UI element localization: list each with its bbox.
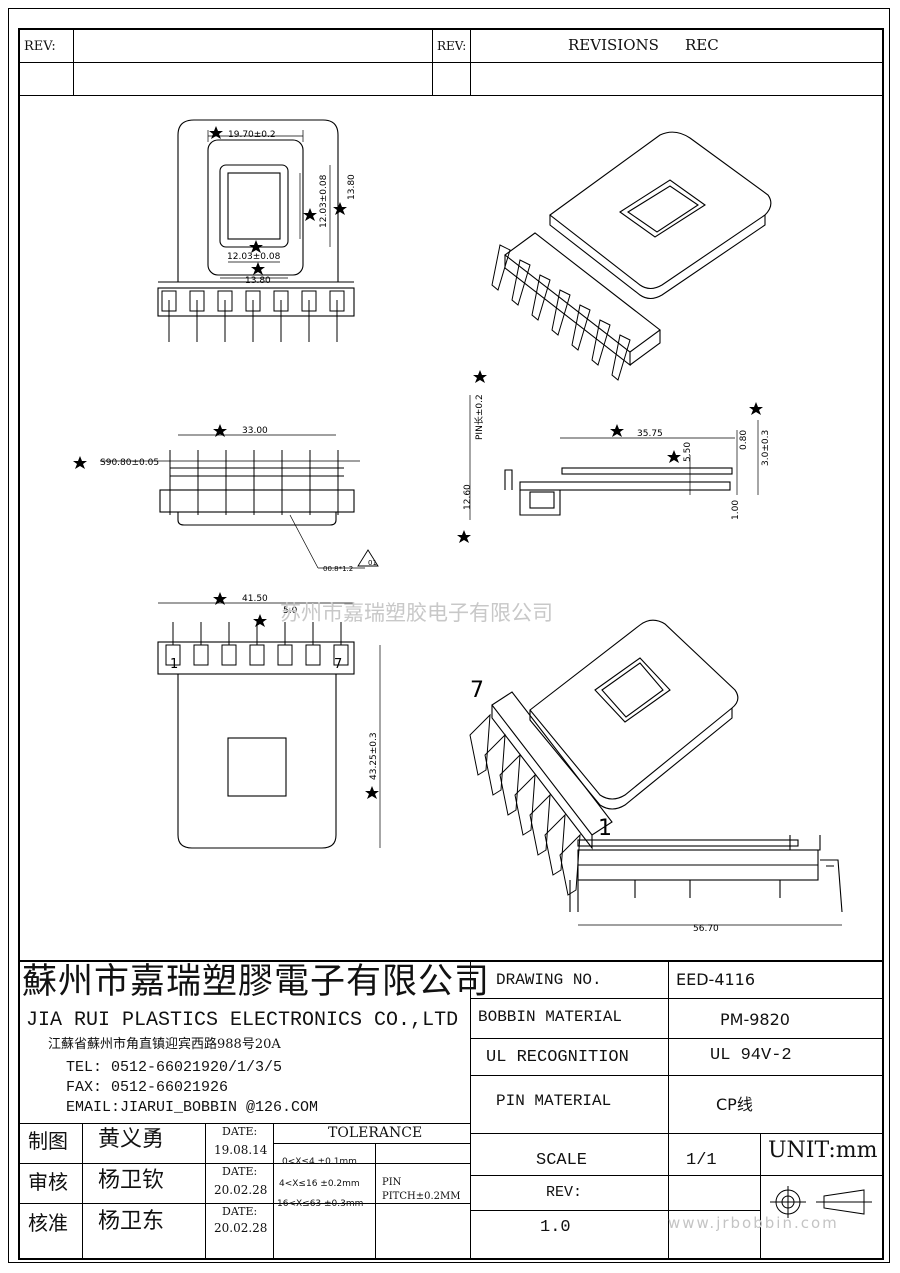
dim-d3: 13.80 (347, 174, 357, 200)
iso-view-2 (469, 619, 739, 896)
pin-word: PIN (382, 1177, 402, 1188)
tolerance-row-2: 4<X≤16 ±0.2mm (279, 1179, 360, 1189)
dim-d7: S90.80±0.05 (100, 458, 159, 468)
dim-d8: 00.8*1.2 (323, 565, 353, 573)
bottom-view (157, 602, 381, 849)
row-date-approve: 20.02.28 (214, 1221, 268, 1235)
dim-d15: 1.00 (731, 500, 741, 520)
row-date-label-approve: DATE: (222, 1205, 258, 1218)
company-tel: TEL: 0512-66021920/1/3/5 (66, 1059, 283, 1076)
dim-d18: 43.25±0.3 (369, 732, 379, 780)
company-name-cn: 蘇州市嘉瑞塑膠電子有限公司 (22, 962, 491, 1002)
unit-label: UNIT:mm (768, 1138, 878, 1163)
drawing-no-value: EED-4116 (676, 970, 756, 989)
dim-d6: 33.00 (242, 426, 268, 436)
row-role-check: 审核 (28, 1170, 68, 1194)
tolerance-title: TOLERANCE (328, 1125, 423, 1141)
row-name-check: 杨卫钦 (98, 1168, 165, 1193)
row-role-draw: 制图 (28, 1129, 68, 1153)
dim-d17: 5.0 (283, 606, 298, 616)
bobbin-drawing: 19.70±0.2 12.03±0.08 13.80 12.03±0.08 13… (73, 119, 843, 934)
pin-material-label: PIN MATERIAL (496, 1092, 612, 1110)
rev-value: 1.0 (540, 1218, 571, 1237)
dim-d14: 12.60 (463, 484, 473, 510)
company-name-en: JIA RUI PLASTICS ELECTRONICS CO.,LTD (26, 1009, 459, 1032)
row-date-label-check: DATE: (222, 1165, 258, 1178)
pin-label-7: 7 (334, 657, 342, 672)
scale-value: 1/1 (686, 1151, 717, 1170)
company-fax: FAX: 0512-66021926 (66, 1079, 229, 1096)
dim-d10: 5.50 (683, 442, 693, 462)
dim-d16: 41.50 (242, 594, 268, 604)
tolerance-row-3: 16<X≤63 ±0.3mm (277, 1199, 364, 1209)
row-date-draw: 19.08.14 (214, 1143, 268, 1157)
rec-heading: REC (685, 36, 719, 54)
dim-d5: 13.80 (245, 276, 271, 286)
pin-label-1b: 1 (598, 816, 612, 841)
pin-material-value: CP线 (716, 1095, 753, 1114)
row-date-check: 20.02.28 (214, 1183, 268, 1197)
bobbin-material-value: PM-9820 (720, 1010, 790, 1029)
side-view (469, 395, 759, 520)
scale-label: SCALE (536, 1151, 588, 1170)
ul-recognition-label: UL RECOGNITION (486, 1048, 629, 1067)
outer-border (8, 8, 890, 1263)
side-view-2 (569, 835, 843, 926)
ul-recognition-value: UL 94V-2 (710, 1046, 792, 1065)
rev-label-left: REV: (24, 39, 56, 54)
rev-label: REV: (546, 1184, 583, 1201)
ul-mark: 01 (368, 559, 377, 567)
dim-d12: 3.0±0.3 (761, 430, 771, 466)
tolerance-row-1: 0<X≤4 ±0.1mm (282, 1157, 357, 1167)
company-address: 江蘇省蘇州市角直镇迎宾西路988号20A (48, 1037, 281, 1052)
drawing-frame (18, 28, 884, 1260)
iso-view-1 (491, 131, 772, 381)
dim-d4: 12.03±0.08 (227, 252, 281, 262)
drawing-no-label: DRAWING NO. (496, 971, 602, 989)
pin-label-1: 1 (170, 657, 178, 672)
row-name-draw: 黄义勇 (98, 1127, 165, 1152)
dim-d13: PIN长±0.2 (473, 394, 485, 440)
rev-label-mid: REV: (437, 39, 467, 53)
dim-d1: 19.70±0.2 (228, 130, 276, 140)
front-view (100, 434, 379, 569)
site-watermark: www.jrbobbin.com (668, 1214, 839, 1232)
row-name-approve: 杨卫东 (98, 1209, 165, 1234)
row-role-approve: 核准 (28, 1211, 68, 1235)
pin-label-7b: 7 (470, 678, 484, 703)
company-email: EMAIL:JIARUI_BOBBIN @126.COM (66, 1099, 319, 1116)
projection-symbol-icon (770, 1186, 872, 1218)
dim-d9: 35.75 (637, 429, 663, 439)
revisions-heading: REVISIONS (568, 36, 659, 54)
pin-pitch-tolerance: PITCH±0.2MM (382, 1191, 461, 1202)
top-view (157, 119, 355, 342)
dim-d19: 56.70 (693, 924, 719, 934)
dim-d11: 0.80 (739, 430, 749, 450)
watermark: 苏州市嘉瑞塑胶电子有限公司 (280, 601, 553, 625)
bobbin-material-label: BOBBIN MATERIAL (478, 1008, 623, 1026)
row-date-label-draw: DATE: (222, 1125, 258, 1138)
dim-d2: 12.03±0.08 (319, 174, 329, 228)
